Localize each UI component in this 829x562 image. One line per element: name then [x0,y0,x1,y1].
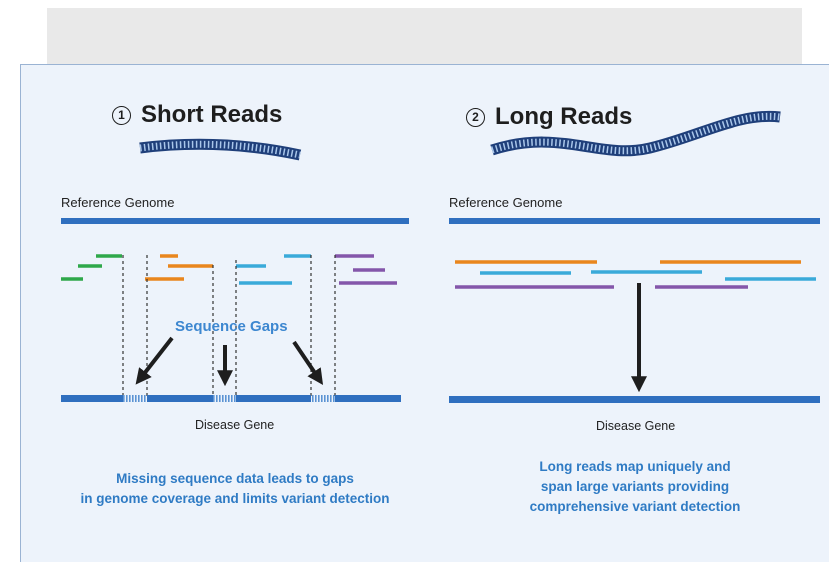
short-reads-title: Short Reads [141,101,283,128]
short-read-dna-icon [139,138,302,161]
top-gray-bar [47,8,802,66]
short-caption-line-2: in genome coverage and limits variant de… [80,491,390,506]
long-read-segments [455,260,816,289]
long-caption-line-1: Long reads map uniquely and [539,459,731,474]
long-caption-line-3: comprehensive variant detection [529,499,741,514]
long-reads-title: Long Reads [495,103,633,130]
gap-arrows [135,336,324,387]
sequence-gaps-label: Sequence Gaps [175,318,288,335]
long-reads-heading: 2 Long Reads [466,103,632,131]
short-reads-heading: 1 Short Reads [112,101,282,129]
short-disease-gene-bar [61,395,401,402]
short-reference-genome-bar [61,218,409,224]
gap-guides [122,255,336,396]
long-reference-genome-bar [449,218,820,224]
long-caption-line-2: span large variants providing [540,479,730,494]
short-reference-genome-label: Reference Genome [61,195,175,210]
short-disease-gene-label: Disease Gene [195,418,275,432]
short-caption-line-1: Missing sequence data leads to gaps [116,471,354,486]
short-read-segments [61,254,397,285]
long-disease-gene-label: Disease Gene [596,419,676,433]
long-reference-genome-label: Reference Genome [449,195,563,210]
long-disease-gene-bar [449,396,820,403]
gap-arrow-left [135,336,174,385]
short-reads-number: 1 [112,106,131,125]
gap-arrow-right [292,340,324,385]
long-reads-caption: Long reads map uniquely and span large v… [480,457,790,517]
long-read-dna-icon [490,110,781,157]
long-reads-number: 2 [466,108,485,127]
short-reads-caption: Missing sequence data leads to gaps in g… [40,469,430,509]
